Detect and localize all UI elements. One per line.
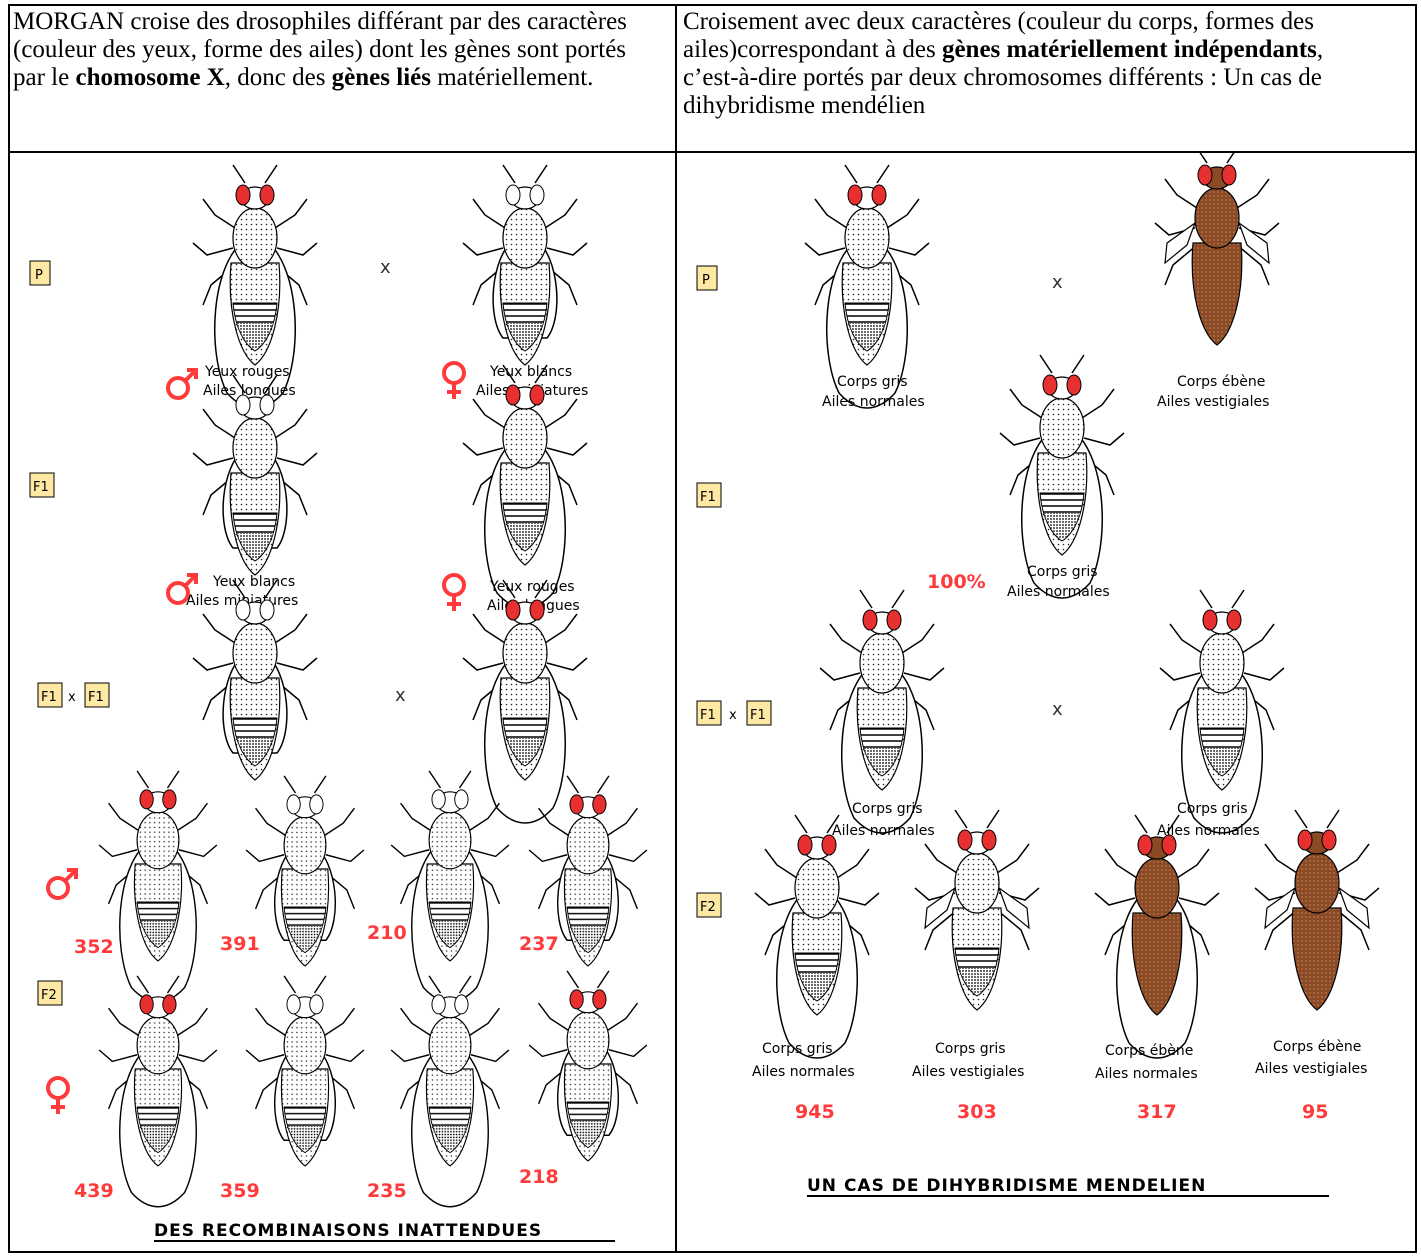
- phenotype-line: Ailes longues: [203, 383, 296, 399]
- svg-text:F1: F1: [750, 708, 766, 723]
- fly-f1-grey-body-normal-wings: [1000, 355, 1124, 598]
- fly-f1-female-red-eyes-long-wings: [463, 365, 587, 608]
- phenotype-line: Corps ébène: [1177, 374, 1265, 390]
- count-f2-female: 439: [74, 1180, 114, 1202]
- count-f2-male: 237: [519, 933, 559, 955]
- right-figure-title: UN CAS DE DIHYBRIDISME MENDELIEN: [807, 1176, 1206, 1196]
- female-symbol: [444, 575, 464, 611]
- fly-f2-female: [529, 971, 647, 1161]
- phenotype-line: Corps gris: [837, 374, 908, 390]
- female-symbol: [48, 1078, 68, 1114]
- fly-f2-male: [246, 776, 364, 966]
- fly-p-female-white-eyes-miniature-wings: [463, 165, 587, 365]
- phenotype-line: Ailes normales: [1095, 1066, 1198, 1082]
- svg-text:F1: F1: [33, 480, 49, 495]
- phenotype-line: Corps ébène: [1273, 1039, 1361, 1055]
- count-f2: 317: [1137, 1101, 1177, 1123]
- label-f1: F1: [30, 473, 54, 497]
- fly-grey-body-normal-wings: [1160, 590, 1284, 833]
- fly-f2-grey-normal: [755, 815, 879, 1058]
- left-figure-title: DES RECOMBINAISONS INATTENDUES: [154, 1221, 542, 1241]
- phenotype-line: Corps ébène: [1105, 1043, 1193, 1059]
- phenotype-line: Ailes normales: [1007, 584, 1110, 600]
- phenotype-line: Ailes normales: [752, 1064, 855, 1080]
- fly-f2-ebony-normal: [1095, 815, 1219, 1058]
- f1-percent: 100%: [927, 571, 986, 593]
- count-f2-male: 352: [74, 936, 114, 958]
- fly-f2-ebony-vestigial: [1255, 810, 1379, 1010]
- male-symbol: [168, 370, 196, 398]
- label-p: P: [30, 261, 50, 285]
- phenotype-line: Corps gris: [762, 1041, 833, 1057]
- fly-f2-male: [391, 771, 509, 1002]
- cross-sign: x: [1052, 699, 1063, 720]
- phenotype-line: Yeux rouges: [489, 579, 575, 595]
- phenotype-line: Yeux blancs: [212, 574, 295, 590]
- left-header-text: MORGAN croise des drosophiles différant …: [13, 8, 663, 92]
- svg-text:P: P: [35, 268, 43, 283]
- phenotype-line: Corps gris: [1177, 801, 1248, 817]
- label-f1-x-f1: F1 x F1: [38, 683, 109, 707]
- fly-grey-body-normal-wings: [805, 165, 929, 408]
- phenotype-line: Yeux rouges: [204, 364, 290, 380]
- label-f1: F1: [697, 483, 721, 507]
- count-f2-female: 235: [367, 1180, 407, 1202]
- svg-text:F2: F2: [41, 988, 57, 1003]
- phenotype-line: Ailes normales: [822, 394, 925, 410]
- phenotype-line: Yeux blancs: [489, 364, 572, 380]
- svg-text:x: x: [729, 708, 737, 723]
- count-f2-male: 391: [220, 933, 260, 955]
- count-f2: 945: [795, 1101, 835, 1123]
- fly-f2-female: [99, 976, 217, 1207]
- svg-text:F1: F1: [700, 708, 716, 723]
- fly-f1-female-red-eyes-long-wings: [463, 580, 587, 823]
- morgan-cross-figure: P F1 F1 x F1 F2 x Yeux rouges Ailes long…: [10, 153, 675, 1251]
- phenotype-line: Corps gris: [935, 1041, 1006, 1057]
- label-p: P: [697, 266, 717, 290]
- svg-text:F1: F1: [700, 490, 716, 505]
- svg-text:F1: F1: [88, 690, 104, 705]
- count-f2-female: 359: [220, 1180, 260, 1202]
- fly-f2-grey-vestigial: [915, 810, 1039, 1010]
- phenotype-line: Corps gris: [1027, 564, 1098, 580]
- svg-text:F1: F1: [41, 690, 57, 705]
- cross-sign: x: [380, 257, 391, 278]
- fly-f2-female: [391, 976, 509, 1207]
- document-table: MORGAN croise des drosophiles différant …: [8, 4, 1417, 1253]
- svg-text:x: x: [68, 690, 76, 705]
- count-f2: 95: [1302, 1101, 1328, 1123]
- phenotype-line: Ailes vestigiales: [1157, 394, 1269, 410]
- svg-text:P: P: [702, 273, 710, 288]
- phenotype-line: Ailes vestigiales: [1255, 1061, 1367, 1077]
- female-symbol: [444, 363, 464, 399]
- right-header-text: Croisement avec deux caractères (couleur…: [683, 8, 1373, 120]
- count-f2-male: 210: [367, 922, 407, 944]
- dihybrid-cross-figure: P F1 F1 x F1 F2 x Corps gris Ailes norma…: [677, 153, 1415, 1251]
- count-f2-female: 218: [519, 1166, 559, 1188]
- phenotype-line: Corps gris: [852, 801, 923, 817]
- fly-f1-male-white-eyes-miniature-wings: [193, 375, 317, 575]
- label-f1-x-f1: F1 x F1: [697, 701, 771, 725]
- fly-grey-body-normal-wings: [820, 590, 944, 833]
- phenotype-line: Ailes vestigiales: [912, 1064, 1024, 1080]
- fly-f2-male: [99, 771, 217, 1002]
- male-symbol: [48, 870, 76, 898]
- count-f2: 303: [957, 1101, 997, 1123]
- fly-f1-male-white-eyes-miniature-wings: [193, 580, 317, 780]
- fly-f2-female: [246, 976, 364, 1166]
- cross-sign: x: [395, 685, 406, 706]
- cross-sign: x: [1052, 272, 1063, 293]
- fly-ebony-body-vestigial-wings: [1155, 153, 1279, 345]
- label-f2: F2: [38, 981, 62, 1005]
- label-f2: F2: [697, 893, 721, 917]
- phenotype-line: Ailes normales: [832, 823, 935, 839]
- svg-text:F2: F2: [700, 900, 716, 915]
